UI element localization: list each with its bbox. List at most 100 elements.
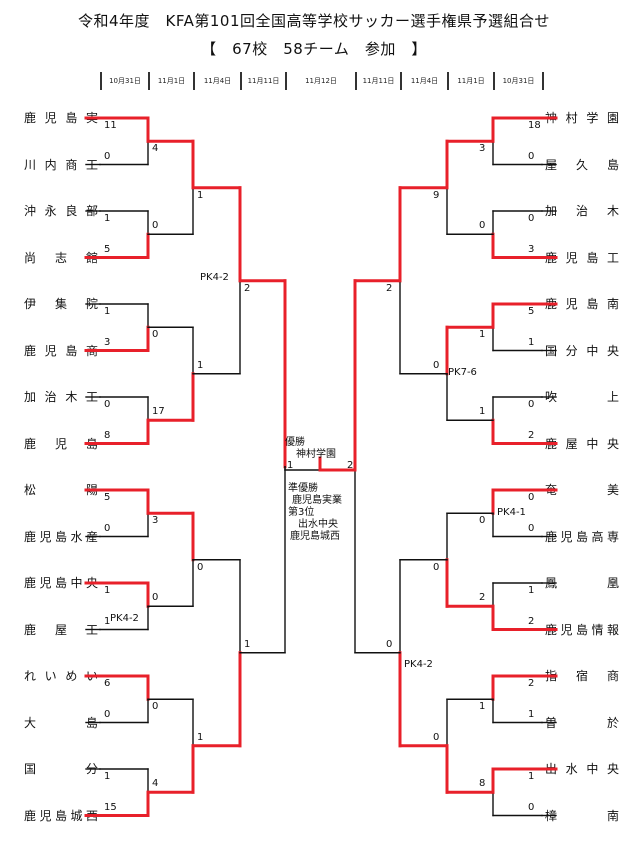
date-header-cell: 11月1日: [157, 77, 186, 85]
right-score: 1: [528, 708, 535, 720]
date-header-cell: 11月12日: [305, 77, 337, 85]
final-score-left: 1: [287, 460, 294, 471]
left-team-name: 伊集院: [24, 297, 98, 311]
date-separator: [240, 72, 242, 90]
runner-up-label: 準優勝: [288, 483, 318, 494]
right-team-name: 出水中央: [545, 762, 619, 776]
right-score: 0: [433, 731, 440, 743]
left-team-name: 鹿児島水産: [24, 529, 98, 544]
left-score: 1: [197, 731, 204, 743]
right-score: 0: [386, 638, 393, 650]
left-score: 5: [104, 492, 111, 503]
third-place-name: 鹿児島城西: [290, 531, 340, 542]
left-score: 0: [197, 561, 204, 573]
right-score: 0: [528, 522, 535, 534]
left-score: 0: [104, 708, 111, 720]
left-score: 1: [104, 615, 111, 627]
left-score: 1: [104, 771, 111, 782]
right-team-name: 鹿児島情報: [545, 622, 619, 637]
third-place-name: 出水中央: [298, 519, 338, 530]
date-separator: [148, 72, 150, 90]
left-score: 3: [152, 515, 159, 527]
right-team-name: 吹上: [545, 390, 619, 404]
pk-label: PK4-2: [404, 659, 433, 670]
page-title: 令和4年度 KFA第101回全国高等学校サッカー選手権県予選組合せ: [77, 12, 551, 30]
date-separator: [285, 72, 287, 90]
date-header-cell: 11月4日: [203, 77, 232, 85]
right-team-name: 鹿児島高専: [545, 529, 619, 544]
left-score: 17: [152, 406, 165, 418]
left-score: 15: [104, 801, 117, 813]
left-score: 0: [104, 150, 111, 162]
right-score: 8: [479, 778, 486, 790]
left-team-name: 鹿児島商: [24, 343, 98, 358]
right-team-name: 鹿屋中央: [545, 436, 619, 451]
left-score: 0: [152, 592, 159, 604]
left-team-name: 沖永良部: [24, 204, 98, 218]
right-score: 0: [528, 492, 535, 503]
left-team-name: 尚志館: [24, 250, 98, 265]
right-score: 1: [528, 585, 535, 596]
right-score: 0: [528, 213, 535, 224]
pk-label: PK4-1: [497, 507, 526, 518]
right-team-name: 加治木: [545, 204, 619, 218]
right-team-name: 奄美: [545, 483, 619, 497]
left-team-name: 鹿児島城西: [24, 808, 98, 823]
date-header-cell: 11月11日: [247, 77, 280, 85]
left-score: 1: [244, 638, 251, 650]
left-team-name: 鹿児島: [24, 436, 98, 451]
right-score: 2: [479, 592, 486, 604]
right-score: 1: [479, 329, 486, 341]
right-score: 1: [479, 406, 486, 418]
right-team-name: 屋久島: [545, 157, 619, 172]
winner-name: 神村学園: [296, 449, 336, 460]
right-team-name: 樟南: [545, 808, 619, 823]
right-score: 0: [479, 220, 486, 232]
final-score-right: 2: [347, 460, 354, 471]
right-score: 0: [433, 359, 440, 371]
left-team-name: 川内商工: [24, 157, 98, 172]
date-separator: [193, 72, 195, 90]
left-score: 1: [197, 359, 204, 371]
left-score: 1: [104, 306, 111, 317]
left-score: 1: [104, 213, 111, 224]
left-score: 0: [104, 522, 111, 534]
right-score: 2: [386, 282, 393, 294]
left-score: 8: [104, 429, 111, 441]
right-score: 0: [528, 399, 535, 410]
right-team-name: 指宿商: [545, 669, 619, 683]
right-team-name: 神村学園: [545, 111, 619, 125]
left-team-name: 鹿児島中央: [24, 576, 98, 590]
left-score: 2: [244, 282, 251, 294]
pk-label: PK4-2: [200, 272, 229, 283]
right-team-name: 国分中央: [545, 343, 619, 358]
right-score: 3: [528, 243, 535, 255]
left-score: 1: [104, 585, 111, 596]
left-team-name: 鹿児島実: [24, 111, 98, 125]
right-score: 2: [528, 615, 535, 627]
date-header-cell: 11月1日: [457, 77, 485, 85]
date-separator: [542, 72, 544, 90]
left-score: 4: [152, 143, 159, 155]
date-separator: [100, 72, 102, 90]
left-team-name: 松陽: [24, 483, 98, 497]
left-score: 6: [104, 678, 111, 689]
left-team-name: 国分: [24, 762, 98, 776]
left-score: 11: [104, 120, 117, 131]
left-team-name: れいめい: [24, 669, 98, 683]
left-score: 0: [152, 220, 159, 232]
left-score: 3: [104, 336, 111, 348]
left-team-name: 鹿屋工: [24, 622, 98, 637]
runner-up-name: 鹿児島実業: [292, 495, 342, 506]
right-team-name: 曽於: [545, 715, 619, 730]
right-score: 9: [433, 189, 440, 201]
date-header-cell: 10月31日: [109, 77, 141, 85]
date-header-cell: 11月11日: [362, 77, 395, 85]
left-score: 4: [152, 778, 159, 790]
left-score: 0: [152, 329, 159, 341]
left-score: 0: [104, 399, 111, 410]
third-place-label: 第3位: [288, 507, 315, 518]
right-score: 2: [528, 429, 535, 441]
date-separator: [493, 72, 495, 90]
